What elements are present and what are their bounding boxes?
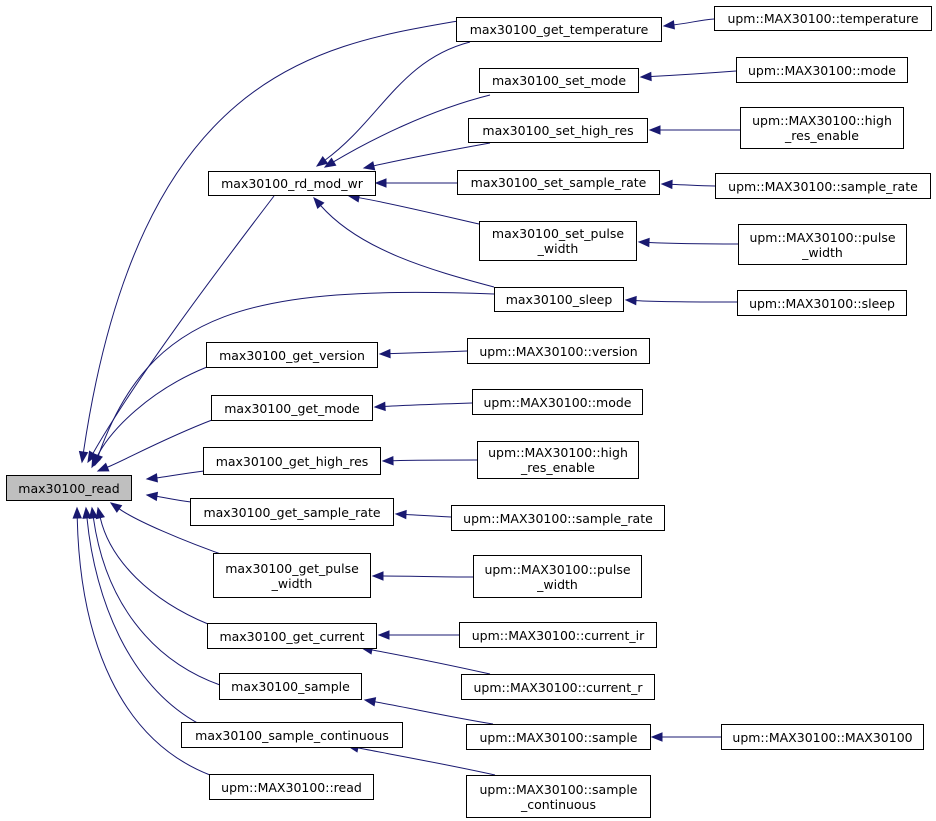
call-edge xyxy=(97,291,495,456)
arrowhead-icon xyxy=(96,462,110,472)
arrowhead-icon xyxy=(662,20,675,30)
call-edge xyxy=(156,470,205,479)
arrowhead-icon xyxy=(650,732,663,742)
node-upm-current-ir[interactable]: upm::MAX30100::current_ir xyxy=(459,622,657,648)
node-max30100-sample[interactable]: max30100_sample xyxy=(219,673,362,700)
arrowhead-icon xyxy=(381,455,394,466)
node-max30100-sleep[interactable]: max30100_sleep xyxy=(494,287,624,312)
node-upm-mode-get-caller[interactable]: upm::MAX30100::mode xyxy=(472,389,643,415)
node-max30100-get-version[interactable]: max30100_get_version xyxy=(206,342,378,368)
arrowhead-icon xyxy=(377,630,390,640)
arrowhead-icon xyxy=(624,295,637,306)
node-upm-sample-rate-get-caller[interactable]: upm::MAX30100::sample_rate xyxy=(451,505,665,531)
call-edge xyxy=(374,701,494,725)
arrowhead-icon xyxy=(394,509,407,520)
node-max30100-set-mode[interactable]: max30100_set_mode xyxy=(479,68,639,93)
call-edge xyxy=(118,508,233,559)
node-upm-high-res-enable-get-caller[interactable]: upm::MAX30100::high _res_enable xyxy=(477,441,639,479)
call-edge xyxy=(389,350,468,355)
arrowhead-icon xyxy=(315,155,329,167)
arrowhead-icon xyxy=(88,506,99,520)
arrowhead-icon xyxy=(660,179,673,190)
node-upm-mode-set-caller[interactable]: upm::MAX30100::mode xyxy=(736,57,908,83)
call-edge xyxy=(405,514,452,518)
call-edge xyxy=(358,197,480,225)
arrowhead-icon xyxy=(323,157,337,168)
arrowhead-icon xyxy=(371,571,384,581)
call-edge xyxy=(650,70,737,77)
node-upm-sleep[interactable]: upm::MAX30100::sleep xyxy=(737,290,907,316)
node-upm-high-res-enable-set-caller[interactable]: upm::MAX30100::high _res_enable xyxy=(740,107,904,149)
call-edge xyxy=(648,241,739,245)
arrowhead-icon xyxy=(639,71,652,82)
call-edge xyxy=(107,419,213,468)
call-edge xyxy=(371,649,491,675)
arrowhead-icon xyxy=(374,178,387,188)
node-max30100-get-high-res[interactable]: max30100_get_high_res xyxy=(203,447,381,475)
call-edge xyxy=(382,575,474,578)
call-edge xyxy=(86,517,206,728)
call-edge xyxy=(156,495,192,503)
node-max30100-set-sample-rate[interactable]: max30100_set_sample_rate xyxy=(457,170,660,195)
call-edge xyxy=(673,18,715,26)
call-edge xyxy=(92,517,221,686)
call-edge xyxy=(99,517,209,625)
call-edge xyxy=(82,20,459,453)
node-max30100-get-sample-rate[interactable]: max30100_get_sample_rate xyxy=(190,498,394,526)
arrowhead-icon xyxy=(82,506,92,519)
arrowhead-icon xyxy=(362,161,376,171)
node-max30100-read: max30100_read xyxy=(6,475,132,501)
call-edge xyxy=(333,94,491,163)
node-upm-version[interactable]: upm::MAX30100::version xyxy=(467,338,650,364)
node-upm-temperature[interactable]: upm::MAX30100::temperature xyxy=(714,6,932,31)
node-upm-read[interactable]: upm::MAX30100::read xyxy=(209,774,374,800)
node-upm-sample[interactable]: upm::MAX30100::sample xyxy=(466,724,651,750)
arrowhead-icon xyxy=(78,450,89,464)
call-edge xyxy=(392,459,478,462)
arrowhead-icon xyxy=(378,348,391,359)
node-max30100-get-temperature[interactable]: max30100_get_temperature xyxy=(456,17,662,42)
arrowhead-icon xyxy=(637,237,650,248)
node-upm-pulse-width-set-caller[interactable]: upm::MAX30100::pulse _width xyxy=(738,224,907,265)
arrowhead-icon xyxy=(145,473,158,483)
arrowhead-icon xyxy=(363,697,377,707)
arrowhead-icon xyxy=(373,401,386,412)
node-max30100-get-pulse-width[interactable]: max30100_get_pulse _width xyxy=(213,553,371,598)
node-max30100-set-high-res[interactable]: max30100_set_high_res xyxy=(468,118,648,143)
arrowhead-icon xyxy=(648,125,661,135)
call-edge xyxy=(635,300,738,303)
node-upm-sample-rate-set-caller[interactable]: upm::MAX30100::sample_rate xyxy=(715,173,931,199)
call-edge xyxy=(384,402,473,407)
arrowhead-icon xyxy=(313,196,325,210)
node-upm-sample-continuous[interactable]: upm::MAX30100::sample _continuous xyxy=(466,775,651,818)
arrowhead-icon xyxy=(72,506,82,519)
call-edge xyxy=(320,205,495,288)
call-edge xyxy=(324,41,471,161)
call-edge xyxy=(76,517,211,776)
node-upm-pulse-width-get-caller[interactable]: upm::MAX30100::pulse _width xyxy=(473,555,642,598)
node-upm-current-r[interactable]: upm::MAX30100::current_r xyxy=(461,674,655,700)
node-max30100-sample-continuous[interactable]: max30100_sample_continuous xyxy=(181,722,403,748)
call-edge xyxy=(95,366,208,459)
arrowhead-icon xyxy=(145,491,159,502)
arrowhead-icon xyxy=(95,506,105,520)
call-edge xyxy=(671,183,716,187)
node-upm-max30100-constructor[interactable]: upm::MAX30100::MAX30100 xyxy=(721,724,924,750)
node-max30100-rd-mod-wr[interactable]: max30100_rd_mod_wr xyxy=(208,171,376,196)
call-edge xyxy=(373,142,491,167)
arrowhead-icon xyxy=(109,502,123,513)
call-edge xyxy=(357,747,496,776)
node-max30100-get-mode[interactable]: max30100_get_mode xyxy=(211,395,373,421)
node-max30100-set-pulse-width[interactable]: max30100_set_pulse _width xyxy=(479,221,637,261)
node-max30100-get-current[interactable]: max30100_get_current xyxy=(207,623,377,649)
arrowhead-icon xyxy=(91,455,101,469)
